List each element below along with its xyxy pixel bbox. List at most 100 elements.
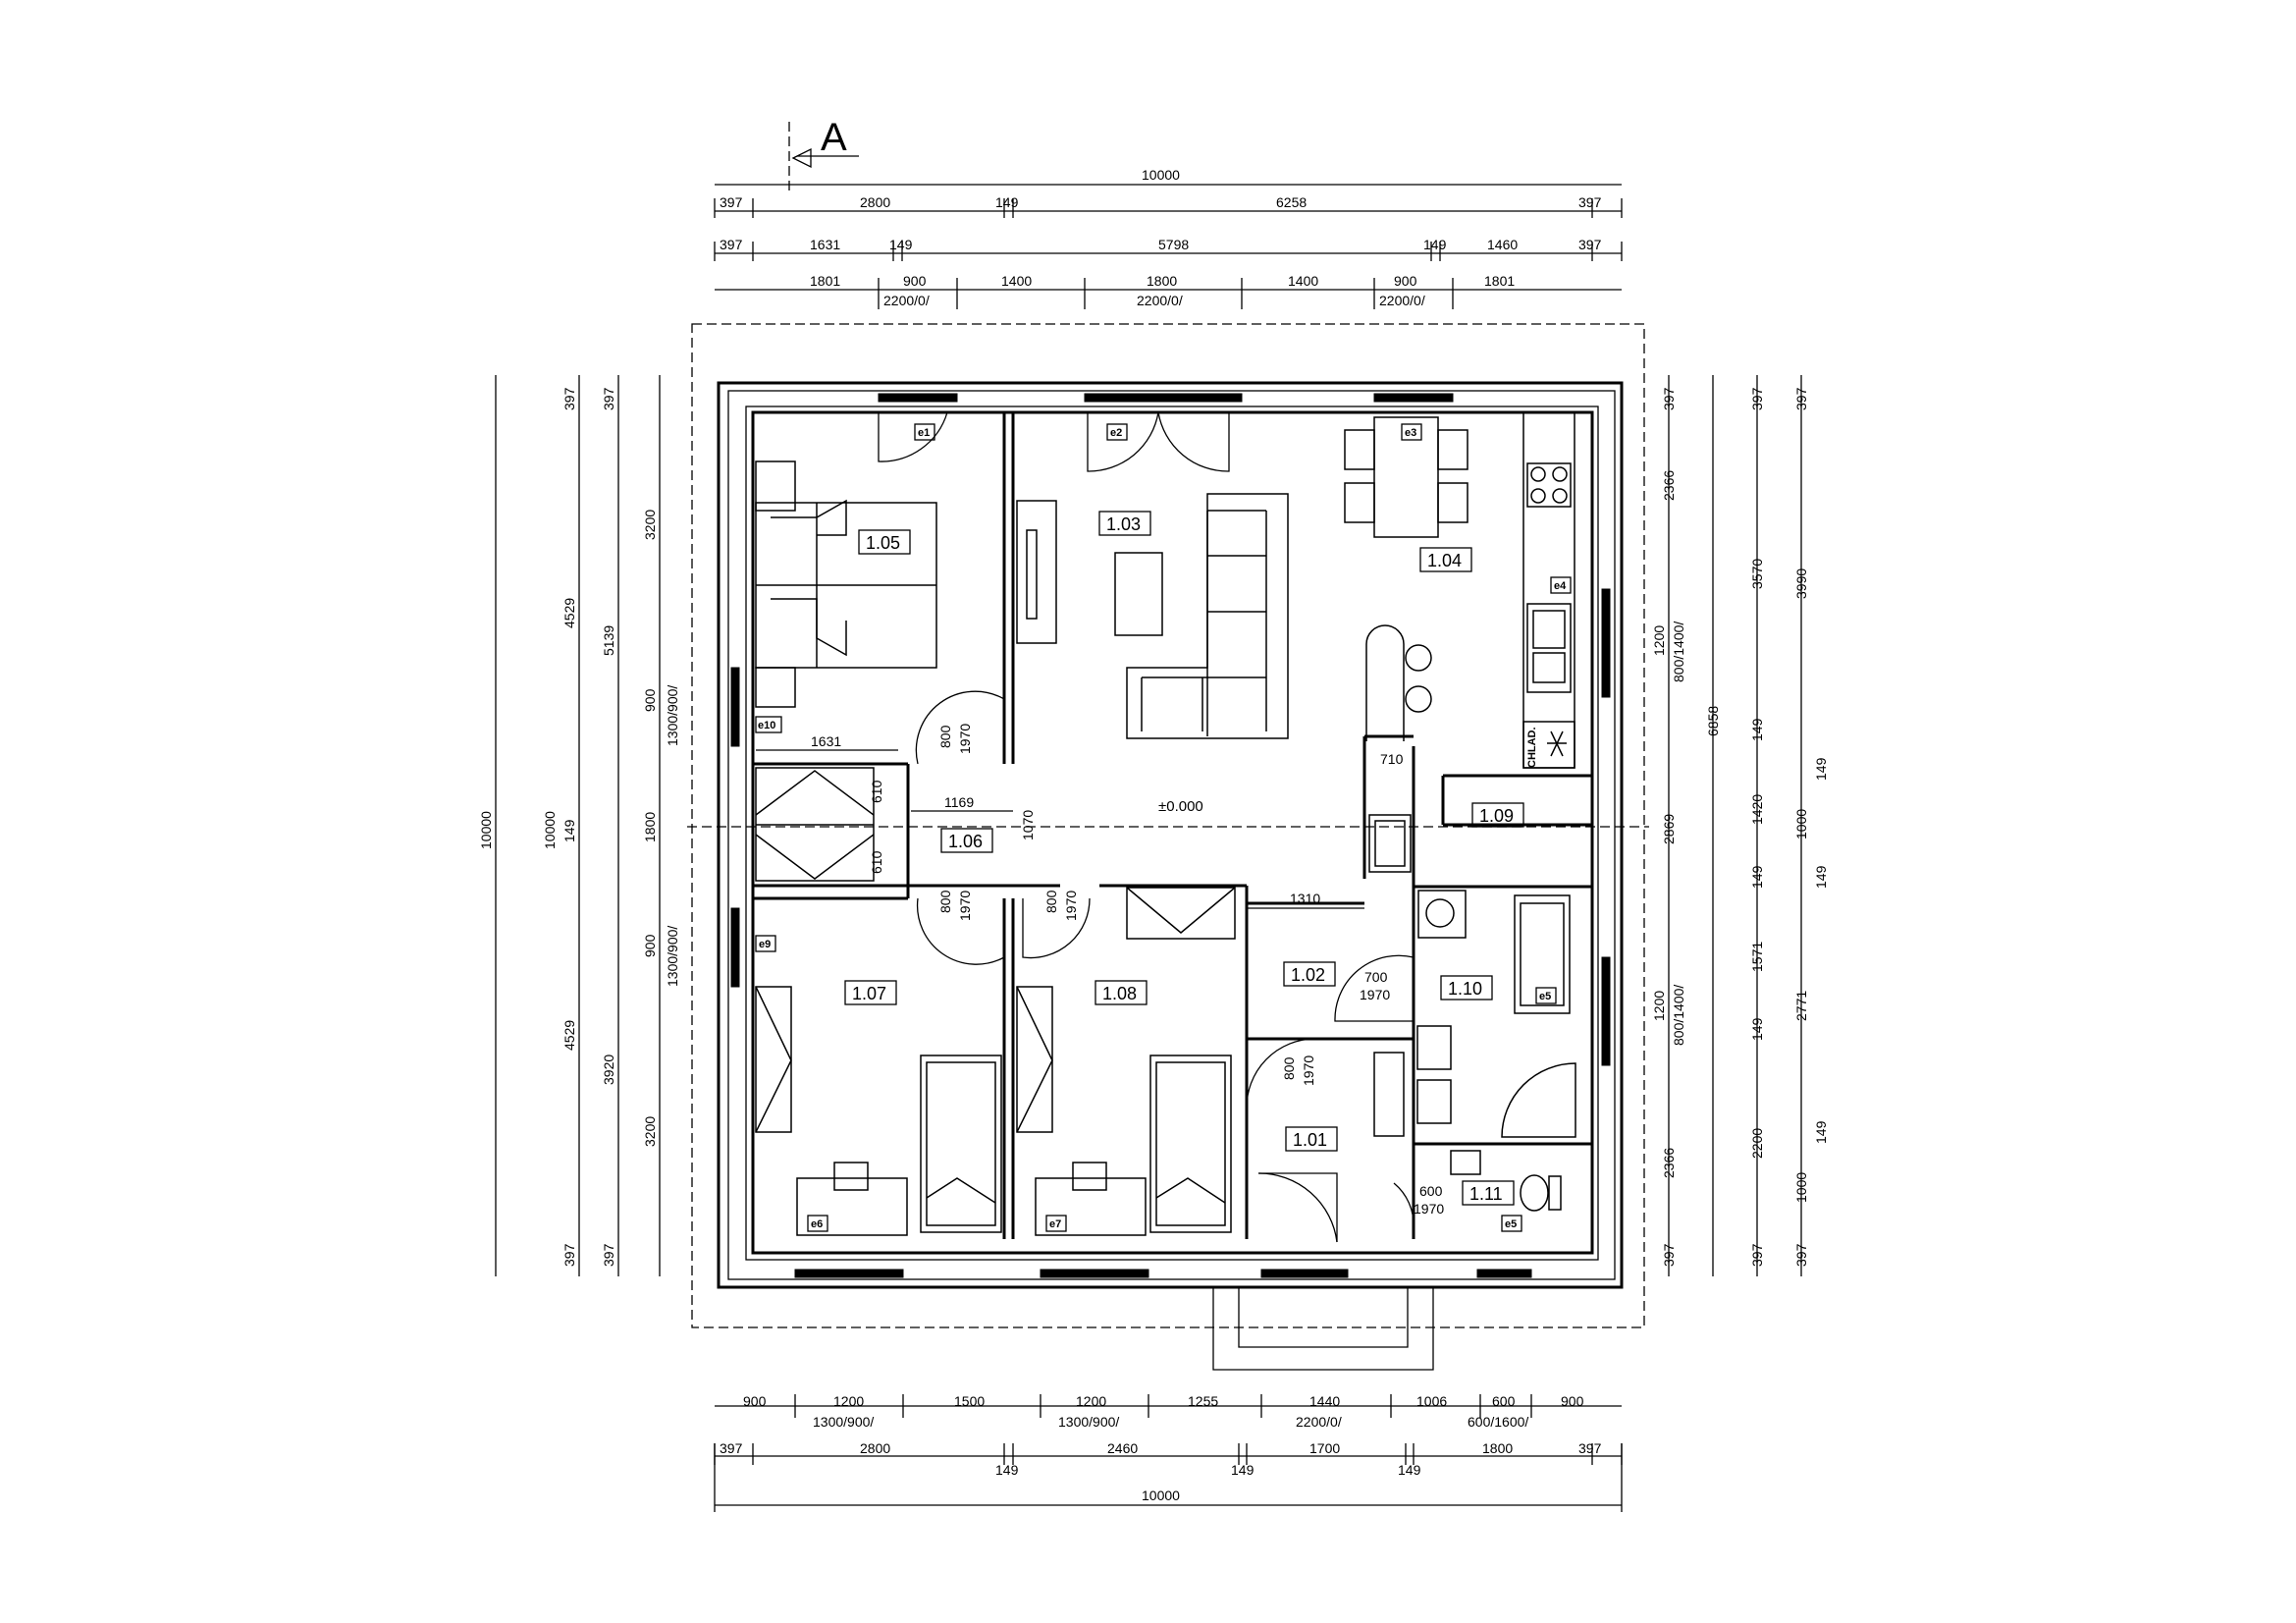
dim-bot-r2-2: 149 [995, 1462, 1019, 1478]
tag-e6: e6 [811, 1218, 823, 1230]
dim-left-c4-sub-0: 1300/900/ [665, 685, 680, 746]
dim-bot-r1-2: 1500 [954, 1393, 985, 1409]
dim-bot-r1-sub-0: 1300/900/ [813, 1414, 874, 1430]
dim-top-r3-4: 1400 [1288, 273, 1318, 289]
floor-level: ±0.000 [1158, 798, 1203, 815]
dim-1310: 1310 [1290, 891, 1320, 906]
washbasin-2 [1416, 1079, 1452, 1124]
tag-e1: e1 [918, 427, 930, 439]
desk-108 [1035, 1177, 1147, 1236]
room-102-label: 1.02 [1291, 965, 1325, 985]
dim-right-c2-0: 6858 [1705, 706, 1721, 736]
dim-left-c3-2: 10000 [542, 811, 558, 849]
dim-right-c1-3: 800/1400/ [1671, 622, 1686, 682]
dim-right-c4-4: 149 [1813, 865, 1829, 889]
dim-left-c3-0: 397 [601, 387, 616, 410]
window-bottom-2 [1040, 1269, 1149, 1278]
shower [1501, 1062, 1576, 1138]
wc-tank [1450, 1150, 1481, 1175]
dim-top-r1-1: 2800 [860, 194, 890, 210]
kitchen-counter [1522, 411, 1575, 769]
dim-610-b: 610 [869, 850, 884, 874]
room-109-label: 1.09 [1479, 806, 1514, 826]
right-dimensions: 397 2366 1200 800/1400/ 2869 1200 800/14… [1651, 375, 1829, 1276]
dim-top-r1-2: 149 [995, 194, 1019, 210]
door-dim-800-a: 800 [937, 725, 953, 748]
dim-bot-r1-8: 900 [1561, 1393, 1584, 1409]
dim-top-r2-3: 5798 [1158, 237, 1189, 252]
tag-e3: e3 [1405, 427, 1416, 439]
room-111-label: 1.11 [1469, 1184, 1503, 1204]
bed-107 [920, 1055, 1002, 1233]
coffee-table [1114, 552, 1163, 636]
dim-right-c3-4: 149 [1749, 865, 1765, 889]
dim-bot-r2-4: 149 [1231, 1462, 1255, 1478]
dim-left-c4-4: 3200 [642, 1116, 658, 1147]
doors [878, 411, 1415, 1243]
dim-left-overall: 10000 [478, 811, 494, 849]
dim-top-r3-0: 1801 [810, 273, 840, 289]
equipment-tags: e1 e2 e3 e4 e5 e5 e6 e7 e9 e10 [755, 423, 1572, 1232]
left-dimensions: 10000 397 4529 149 4529 397 397 5139 100… [478, 375, 680, 1276]
dim-top-overall: 10000 [1142, 167, 1180, 183]
dim-right-c4-1: 3990 [1793, 568, 1809, 599]
dim-right-c4-6: 149 [1813, 1120, 1829, 1144]
dim-left-c2-3: 4529 [561, 1020, 577, 1051]
dim-left-c3-1: 5139 [601, 625, 616, 656]
dim-right-c4-2: 149 [1813, 757, 1829, 781]
dim-left-c4-3: 900 [642, 934, 658, 957]
dim-right-c1-0: 397 [1661, 387, 1677, 410]
door-dim-1970-b: 1970 [957, 891, 973, 921]
dim-right-c4-3: 1000 [1793, 809, 1809, 839]
tv-unit [1016, 500, 1057, 644]
dim-top-r1-3: 6258 [1276, 194, 1307, 210]
dim-right-c1-8: 397 [1661, 1243, 1677, 1267]
bathtub [1514, 894, 1571, 1014]
dim-bot-r1-7: 600 [1492, 1393, 1516, 1409]
door-dim-1970-f: 1970 [1414, 1201, 1444, 1217]
dim-top-r1-4: 397 [1578, 194, 1602, 210]
tag-e2: e2 [1110, 427, 1122, 439]
hob [1526, 462, 1572, 508]
interior-dimensions: 1631 1169 1310 710 610 610 1070 800 1970… [756, 724, 1444, 1217]
dim-top-r3-6: 1801 [1484, 273, 1515, 289]
dim-left-c2-1: 4529 [561, 598, 577, 628]
dim-top-r2-2: 149 [889, 237, 913, 252]
wardrobe-107 [755, 986, 792, 1133]
dim-bot-r1-1: 1200 [833, 1393, 864, 1409]
door-dim-800-c: 800 [1043, 890, 1059, 913]
dim-left-c3-4: 397 [601, 1243, 616, 1267]
dim-top-r3-2: 1400 [1001, 273, 1032, 289]
kitchen-sink [1526, 603, 1572, 693]
dim-left-c4-sub-1: 1300/900/ [665, 926, 680, 987]
dim-1169: 1169 [944, 794, 974, 810]
top-dimensions: 10000 397 2800 149 6258 397 397 1631 149… [714, 167, 1623, 309]
section-mark: A [788, 116, 859, 192]
dim-top-r2-6: 397 [1578, 237, 1602, 252]
dim-top-r2-4: 149 [1423, 237, 1447, 252]
dim-right-c3-2: 149 [1749, 718, 1765, 741]
window-top-1 [878, 393, 958, 403]
dim-right-c3-6: 149 [1749, 1017, 1765, 1041]
room-103-label: 1.03 [1106, 514, 1141, 534]
dim-bot-r2-6: 149 [1398, 1462, 1421, 1478]
tag-e10: e10 [758, 720, 775, 731]
dim-bot-r2-7: 1800 [1482, 1440, 1513, 1456]
windows [730, 393, 1611, 1278]
tag-e7: e7 [1049, 1218, 1061, 1230]
door-dim-1970-e: 1970 [1360, 987, 1390, 1002]
room-labels: 1.01 1.02 1.03 1.04 1.05 1.06 1.07 1.08 … [844, 511, 1524, 1206]
dim-bot-r1-sub-3: 600/1600/ [1468, 1414, 1528, 1430]
dim-right-c1-4: 2869 [1661, 814, 1677, 844]
dim-bot-r1-6: 1006 [1416, 1393, 1447, 1409]
wardrobe-108 [1016, 986, 1053, 1133]
desk-107 [796, 1177, 908, 1236]
door-dim-1970-d: 1970 [1301, 1055, 1316, 1086]
dim-right-c1-6: 800/1400/ [1671, 985, 1686, 1046]
dim-right-c1-7: 2366 [1661, 1148, 1677, 1178]
hall-cabinet [1373, 1052, 1405, 1137]
bed-108 [1149, 1055, 1232, 1233]
dim-top-r1-0: 397 [720, 194, 743, 210]
dim-bot-r1-4: 1255 [1188, 1393, 1218, 1409]
